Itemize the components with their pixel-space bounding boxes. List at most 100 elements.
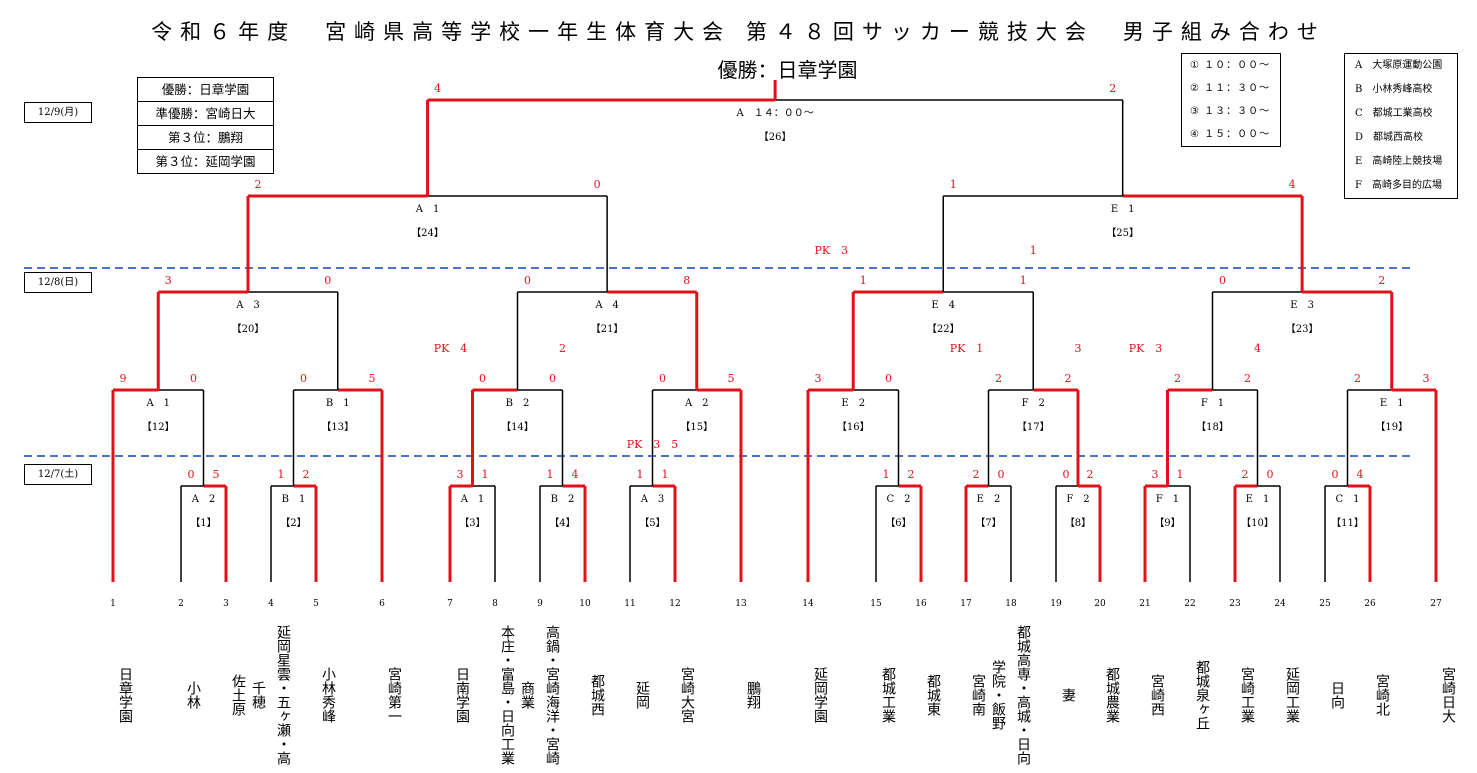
team-number: 9 bbox=[537, 599, 543, 609]
score-right: 2 bbox=[1244, 372, 1251, 385]
team-number: 26 bbox=[1364, 599, 1376, 609]
team-name: 都城工業 bbox=[880, 667, 896, 723]
score-right: 1 bbox=[1020, 274, 1027, 287]
match-venue-label: F 2 bbox=[1066, 494, 1089, 505]
team-name: 宮崎第一 bbox=[386, 667, 402, 723]
match-number: 【10】 bbox=[1241, 517, 1274, 529]
score-left: 1 bbox=[883, 468, 890, 481]
score-right: 2 bbox=[908, 468, 915, 481]
team-name: 妻 bbox=[1060, 688, 1076, 702]
match-number: 【9】 bbox=[1154, 517, 1180, 529]
score-left: 1 bbox=[950, 178, 957, 191]
match-venue-label: E 1 bbox=[1380, 398, 1404, 409]
score-right: 1 bbox=[662, 468, 669, 481]
match-number: 【18】 bbox=[1196, 421, 1229, 433]
team-name: 宮崎西 bbox=[1149, 674, 1165, 716]
match-number: 【21】 bbox=[591, 323, 624, 335]
match-venue-label: B 1 bbox=[282, 494, 306, 505]
result-runner-up: 準優勝：宮崎日大 bbox=[138, 102, 273, 126]
score-right: 0 bbox=[998, 468, 1005, 481]
team-name: 高鍋・宮崎海洋・宮崎商業 bbox=[519, 625, 560, 765]
score-left: 0 bbox=[1063, 468, 1070, 481]
match-venue-label: A 2 bbox=[684, 398, 709, 409]
match-venue-label: A １４：００～ bbox=[736, 108, 814, 119]
match-number: 【20】 bbox=[232, 323, 265, 335]
score-left: 0 bbox=[188, 468, 195, 481]
match-venue-label: A 3 bbox=[640, 494, 665, 505]
match-venue-label: A 1 bbox=[460, 494, 485, 505]
score-right: 4 bbox=[1289, 178, 1296, 191]
score-right: 0 bbox=[190, 372, 197, 385]
result-third-1: 第３位：鵬翔 bbox=[138, 126, 273, 150]
team-number: 20 bbox=[1094, 599, 1106, 609]
team-number: 7 bbox=[447, 599, 453, 609]
score-left: 3 bbox=[1152, 468, 1159, 481]
team-number: 8 bbox=[492, 599, 498, 609]
score-left: 2 bbox=[1242, 468, 1249, 481]
match-venue-label: B 2 bbox=[551, 494, 575, 505]
match-number: 【5】 bbox=[639, 517, 665, 529]
pk-right: 3 bbox=[1075, 342, 1082, 355]
venue-b: B 小林秀峰高校 bbox=[1355, 84, 1433, 95]
match-venue-label: A 1 bbox=[415, 204, 440, 215]
match-venue-label: F 1 bbox=[1156, 494, 1179, 505]
score-right: 5 bbox=[369, 372, 376, 385]
score-right: 4 bbox=[1357, 468, 1364, 481]
score-left: 0 bbox=[524, 274, 531, 287]
team-name: 延岡 bbox=[634, 681, 650, 709]
score-left: 1 bbox=[278, 468, 285, 481]
score-right: 4 bbox=[572, 468, 579, 481]
team-name: 鵬翔 bbox=[745, 681, 761, 709]
kickoff-times-box: ① １０：００～ ② １１：３０～ ③ １３：３０～ ④ １５：００～ bbox=[1181, 53, 1281, 147]
score-left: 2 bbox=[255, 178, 262, 191]
team-name: 日章学園 bbox=[117, 667, 133, 723]
team-number: 27 bbox=[1430, 599, 1442, 609]
team-name: 小林秀峰 bbox=[320, 667, 336, 723]
pk-left: PK 1 bbox=[950, 342, 984, 355]
team-number: 10 bbox=[579, 599, 591, 609]
match-venue-label: A 4 bbox=[594, 300, 619, 311]
team-name: 佐土原 bbox=[230, 674, 246, 716]
team-name: 宮崎工業 bbox=[1239, 667, 1255, 723]
team-name: 本庄・富島・日向工業 bbox=[499, 625, 515, 765]
score-right: 5 bbox=[728, 372, 735, 385]
score-left: 1 bbox=[860, 274, 867, 287]
team-number: 17 bbox=[960, 599, 972, 609]
match-number: 【4】 bbox=[549, 517, 575, 529]
match-number: 【26】 bbox=[759, 131, 792, 143]
match-number: 【12】 bbox=[142, 421, 175, 433]
score-right: 2 bbox=[1378, 274, 1385, 287]
time-4: ④ １５：００～ bbox=[1190, 129, 1271, 140]
team-name: 都城東 bbox=[925, 674, 941, 716]
team-name: 小林 bbox=[185, 681, 201, 709]
match-number: 【7】 bbox=[975, 517, 1001, 529]
time-2: ② １１：３０～ bbox=[1190, 83, 1271, 94]
match-venue-label: E 1 bbox=[1246, 494, 1270, 505]
score-left: 0 bbox=[479, 372, 486, 385]
score-left: 0 bbox=[300, 372, 307, 385]
champion-caption: 優勝：日章学園 bbox=[717, 58, 858, 82]
score-right: 8 bbox=[683, 274, 690, 287]
match-number: 【25】 bbox=[1106, 227, 1139, 239]
team-number: 19 bbox=[1050, 599, 1062, 609]
score-right: 0 bbox=[324, 274, 331, 287]
score-right: 1 bbox=[482, 468, 489, 481]
team-number: 12 bbox=[669, 599, 680, 609]
team-name: 都城泉ヶ丘 bbox=[1194, 660, 1210, 730]
score-right: 0 bbox=[1267, 468, 1274, 481]
score-left: 0 bbox=[659, 372, 666, 385]
score-left: 4 bbox=[434, 82, 441, 95]
team-name: 延岡星雲・五ヶ瀬・高千穂 bbox=[250, 625, 291, 765]
match-venue-label: C 2 bbox=[886, 494, 910, 505]
team-number: 14 bbox=[802, 599, 814, 609]
result-third-2: 第３位：延岡学園 bbox=[155, 154, 256, 169]
team-number: 11 bbox=[624, 599, 635, 609]
match-venue-label: B 1 bbox=[326, 398, 350, 409]
team-number: 13 bbox=[735, 599, 747, 609]
pk-right: 4 bbox=[1254, 342, 1261, 355]
match-venue-label: F 1 bbox=[1201, 398, 1224, 409]
venue-f: F 高崎多目的広場 bbox=[1355, 180, 1442, 191]
team-name: 日向 bbox=[1329, 681, 1345, 709]
match-number: 【15】 bbox=[680, 421, 713, 433]
pk-left: PK 4 bbox=[434, 342, 468, 355]
